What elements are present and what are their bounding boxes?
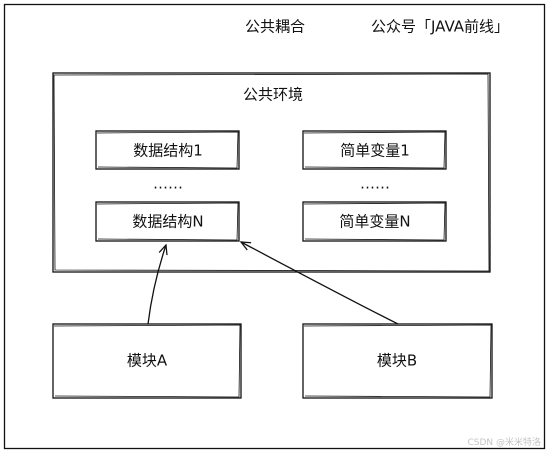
shared-environment-label: 公共环境 [242,85,304,104]
data-structure-1-box [95,130,240,170]
diagram-title: 公共耦合 [244,17,306,36]
data-structure-n-label: 数据结构N [132,212,204,231]
watermark: CSDN @米米特洛 [467,438,541,448]
arrow-module-b-to-data-structure-n [241,242,399,325]
simple-variable-n-box [302,201,447,242]
module-b-label: 模块B [376,351,418,370]
data-structure-1-label: 数据结构1 [133,141,203,160]
data-structure-ellipsis: …… [153,174,183,193]
simple-variable-n-label: 简单变量N [339,212,411,231]
arrow-module-a-to-data-structure-n [147,245,166,325]
outer-frame [3,3,546,450]
module-a-label: 模块A [126,351,168,370]
simple-variable-1-label: 简单变量1 [340,141,410,160]
simple-variable-ellipsis: …… [360,174,390,193]
module-a-box [52,323,242,399]
source-label: 公众号「JAVA前线」 [370,17,510,36]
shared-environment-box [52,72,491,273]
data-structure-n-box [95,201,240,242]
simple-variable-1-box [302,130,447,170]
